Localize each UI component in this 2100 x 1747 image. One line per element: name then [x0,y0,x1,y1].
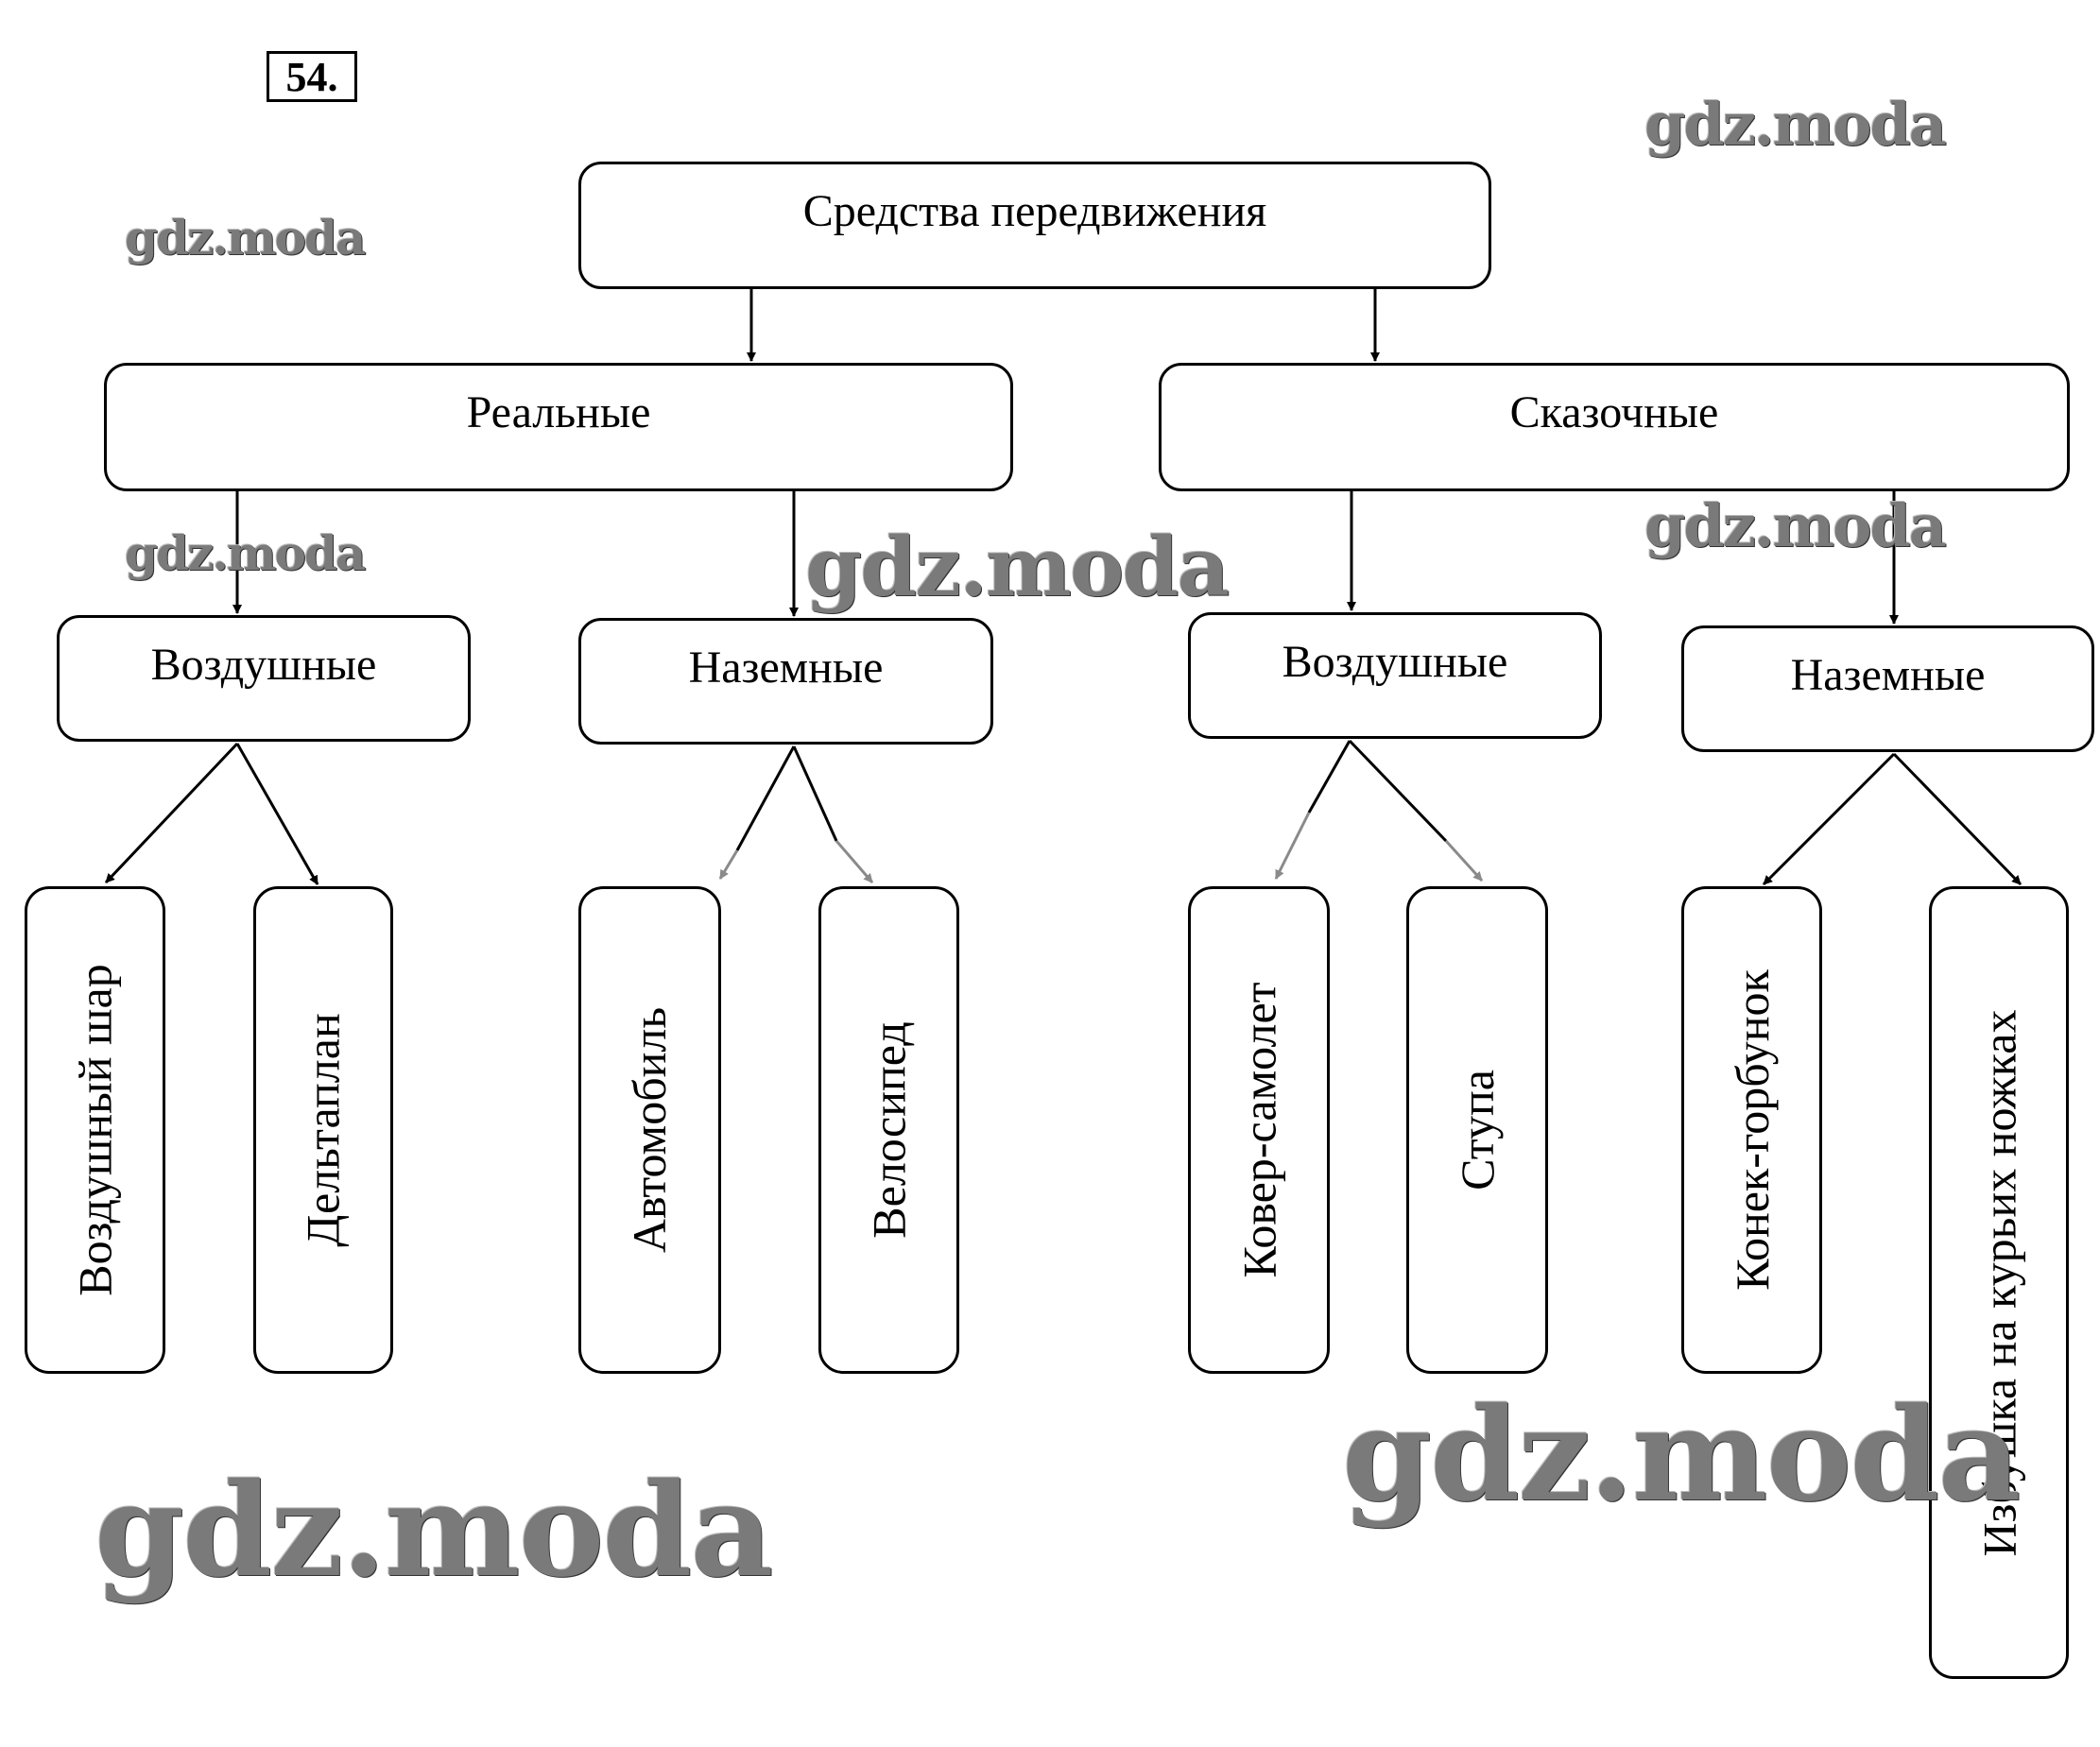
leaf-balloon: Воздушный шар [25,886,165,1374]
category-label: Сказочные [1509,387,1719,437]
leaf-mortar: Ступа [1406,886,1548,1374]
watermark: gdz.moda [1644,491,1947,560]
root-label: Средства передвижения [802,186,1267,236]
leaf-label: Конек-горбунок [1725,969,1779,1291]
arrow-car-tip [718,849,739,880]
arrow-bicycle-tip [835,840,874,883]
group-label: Наземные [1790,650,1986,700]
group-label: Наземные [688,642,884,693]
leaf-hang-glider: Дельтаплан [253,886,393,1374]
leaf-hut-on-chicken-legs: Избушка на курьих ножках [1929,886,2069,1679]
watermark: gdz.moda [1342,1379,2022,1531]
arrow-fairyground-to-hut [1892,752,2023,886]
leaf-flying-carpet: Ковер-самолет [1188,886,1330,1374]
arrow-mortar-tip [1444,839,1484,882]
watermark: gdz.moda [95,1455,774,1606]
leaf-label: Ступа [1451,1070,1504,1190]
leaf-label: Воздушный шар [68,964,122,1296]
watermark: gdz.moda [125,210,366,265]
arrow-carpet-tip [1274,812,1311,880]
leaf-label: Ковер-самолет [1232,982,1285,1278]
arrow-fairyair-to-mortar [1348,739,1448,843]
leaf-car: Автомобиль [578,886,721,1374]
arrow-air-to-hangglider [235,743,319,885]
leaf-bicycle: Велосипед [818,886,959,1374]
leaf-label: Автомобиль [623,1006,677,1254]
arrow-ground-to-car [735,745,796,851]
arrow-fairyground-to-horse [1762,752,1896,886]
leaf-label: Дельтаплан [297,1013,351,1247]
leaf-humpbacked-horse: Конек-горбунок [1681,886,1822,1374]
category-real: Реальные [104,363,1013,491]
arrow-fairyair-to-carpet [1307,740,1351,814]
arrow-ground-to-bicycle [792,745,838,842]
root-node: Средства передвижения [578,162,1491,289]
category-label: Реальные [466,387,651,437]
arrow-air-to-balloon [104,742,239,884]
group-fairy-ground: Наземные [1681,625,2094,752]
group-label: Воздушные [1282,637,1508,687]
watermark: gdz.moda [1644,90,1947,159]
task-number: 54. [267,51,357,102]
leaf-label: Велосипед [862,1021,916,1239]
group-real-ground: Наземные [578,618,993,745]
task-number-text: 54. [285,53,338,100]
watermark: gdz.moda [125,525,366,581]
group-label: Воздушные [150,640,377,690]
group-real-air: Воздушные [57,615,471,742]
group-fairy-air: Воздушные [1188,612,1602,739]
watermark: gdz.moda [805,520,1230,615]
category-fairy: Сказочные [1159,363,2070,491]
